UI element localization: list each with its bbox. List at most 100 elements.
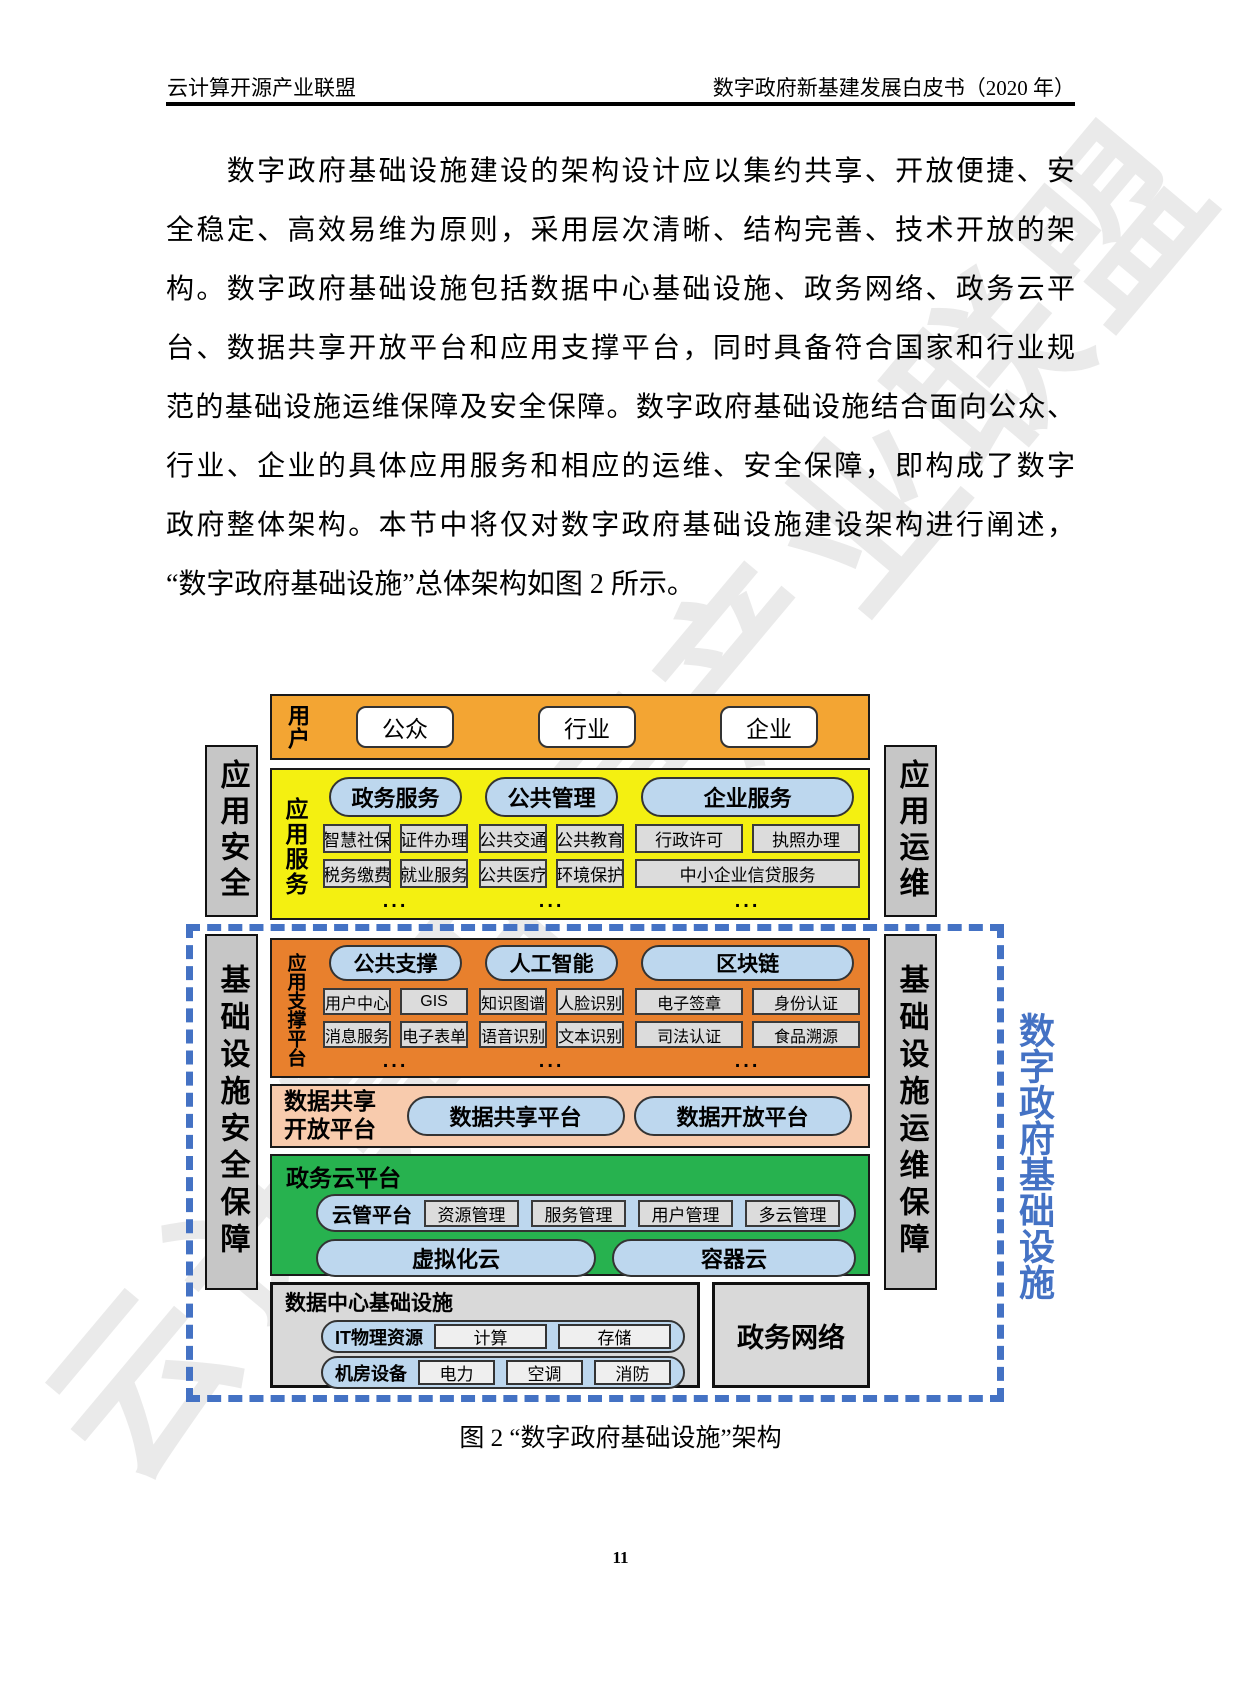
service-box: 智慧社保 [323,824,392,853]
user-boxes: 公众 行业 企业 [314,706,860,748]
header-right: 数字政府新基建发展白皮书（2020 年） [712,76,1075,100]
cloud-mgmt-box: 多云管理 [745,1199,840,1227]
support-box: 司法认证 [635,1021,744,1048]
service-box: 税务缴费 [323,859,392,888]
it-resources-label: IT物理资源 [335,1327,423,1348]
support-box: 电子表单 [400,1021,469,1048]
power-box: 电力 [418,1360,495,1385]
app-ops-bar: 应用运维 [884,745,937,917]
compute-box: 计算 [434,1324,547,1349]
support-box: 消息服务 [323,1021,392,1048]
support-column-common: 公共支撑 用户中心 GIS 消息服务 电子表单 ... [323,945,469,1074]
ellipsis: ... [734,890,761,912]
paragraph-line: “数字政府基础设施”总体架构如图 2 所示。 [166,569,695,600]
digital-gov-infrastructure-label: 数字政府基础设施 [1014,1012,1055,1300]
header-left: 云计算开源产业联盟 [167,76,356,100]
data-share-pills: 数据共享平台 数据开放平台 [402,1096,856,1136]
support-box: 文本识别 [556,1021,625,1048]
hvac-box: 空调 [506,1360,583,1385]
column-header: 人工智能 [485,945,619,981]
body-paragraph: 数字政府基础设施建设的架构设计应以集约共享、开放便捷、安 全稳定、高效易维为原则… [166,142,1075,614]
data-share-platform: 数据共享平台 [406,1096,625,1136]
service-box: 就业服务 [400,859,469,888]
it-resources-pill: IT物理资源 计算 存储 [321,1320,685,1353]
header-rule [166,102,1075,106]
service-box: 公共交通 [479,824,548,853]
support-box: 身份认证 [752,988,861,1015]
data-share-label-line1: 数据共享 [284,1088,376,1115]
virtualization-cloud: 虚拟化云 [316,1239,596,1277]
support-box: 知识图谱 [479,988,548,1015]
support-box: 人脸识别 [556,988,625,1015]
column-header: 企业服务 [641,777,855,817]
support-box: GIS [400,988,469,1015]
column-header: 公共支撑 [329,945,463,981]
infrastructure-dashed-border [186,924,1004,1402]
app-support-label: 应用支撑平台 [284,952,306,1067]
paragraph-line: 政府整体架构。本节中将仅对数字政府基础设施建设架构进行阐述， [166,510,1075,541]
column-header: 政务服务 [329,777,463,817]
service-column-public: 公共管理 公共交通 公共教育 公共医疗 环境保护 ... [479,777,625,916]
machine-room-label: 机房设备 [335,1363,407,1384]
paragraph-line: 范的基础设施运维保障及安全保障。数字政府基础设施结合面向公众、 [166,392,1075,423]
user-box-enterprise: 企业 [720,706,818,748]
cloud-mgmt-box: 用户管理 [638,1199,733,1227]
service-box: 证件办理 [400,824,469,853]
gov-network-box: 政务网络 [712,1282,870,1388]
ellipsis: ... [538,890,565,912]
data-open-platform: 数据开放平台 [633,1096,852,1136]
column-header: 公共管理 [485,777,619,817]
ellipsis: ... [538,1050,565,1072]
support-box: 用户中心 [323,988,392,1015]
page-number: 11 [612,1548,629,1567]
gov-cloud-label: 政务云平台 [286,1165,401,1191]
ellipsis: ... [382,1050,409,1072]
app-security-bar: 应用安全 [205,745,258,917]
infra-security-bar: 基础设施安全保障 [205,934,258,1290]
infra-ops-bar: 基础设施运维保障 [884,934,937,1290]
cloud-management-pill: 云管平台 资源管理 服务管理 用户管理 多云管理 [316,1194,856,1232]
data-center-label: 数据中心基础设施 [285,1292,453,1315]
support-box: 电子签章 [635,988,744,1015]
data-share-band: 数据共享 开放平台 数据共享平台 数据开放平台 [270,1084,870,1148]
figure-caption: 图 2 “数字政府基础设施”架构 [459,1425,782,1452]
cloud-mgmt-label: 云管平台 [332,1204,412,1227]
service-box: 行政许可 [635,824,744,853]
gov-cloud-band: 政务云平台 云管平台 资源管理 服务管理 用户管理 多云管理 虚拟化云 容器云 [270,1154,870,1277]
app-service-band: 应用服务 政务服务 智慧社保 证件办理 税务缴费 就业服务 ... 公共管理 公… [270,768,870,920]
paragraph-line: 全稳定、高效易维为原则，采用层次清晰、结构完善、技术开放的架 [166,215,1075,246]
service-box-wide: 中小企业信贷服务 [635,859,861,888]
cloud-mgmt-box: 服务管理 [531,1199,626,1227]
app-support-band: 应用支撑平台 公共支撑 用户中心 GIS 消息服务 电子表单 ... 人工智能 … [270,938,870,1078]
support-column-blockchain: 区块链 电子签章 身份认证 司法认证 食品溯源 ... [635,945,861,1074]
machine-room-pill: 机房设备 电力 空调 消防 [321,1356,685,1389]
paragraph-line: 数字政府基础设施建设的架构设计应以集约共享、开放便捷、安 [166,156,1075,187]
service-column-enterprise: 企业服务 行政许可 执照办理 中小企业信贷服务 ... [635,777,861,916]
service-box: 执照办理 [752,824,861,853]
paragraph-line: 行业、企业的具体应用服务和相应的运维、安全保障，即构成了数字 [166,451,1075,482]
support-box: 食品溯源 [752,1021,861,1048]
container-cloud: 容器云 [612,1239,856,1277]
column-header: 区块链 [641,945,855,981]
paragraph-line: 台、数据共享开放平台和应用支撑平台，同时具备符合国家和行业规 [166,333,1075,364]
user-band-label: 用户 [285,704,310,750]
ellipsis: ... [382,890,409,912]
data-share-label: 数据共享 开放平台 [284,1088,402,1143]
data-share-label-line2: 开放平台 [284,1116,376,1142]
cloud-mgmt-box: 资源管理 [424,1199,519,1227]
user-box-industry: 行业 [538,706,636,748]
paragraph-line: 构。数字政府基础设施包括数据中心基础设施、政务网络、政务云平 [166,274,1075,305]
support-box: 语音识别 [479,1021,548,1048]
service-box: 公共医疗 [479,859,548,888]
fire-box: 消防 [594,1360,671,1385]
service-column-gov: 政务服务 智慧社保 证件办理 税务缴费 就业服务 ... [323,777,469,916]
data-center-box: 数据中心基础设施 IT物理资源 计算 存储 机房设备 电力 空调 消防 [270,1282,700,1389]
service-box: 公共教育 [556,824,625,853]
user-band: 用户 公众 行业 企业 [270,694,870,760]
support-column-ai: 人工智能 知识图谱 人脸识别 语音识别 文本识别 ... [479,945,625,1074]
app-service-label: 应用服务 [282,796,308,897]
storage-box: 存储 [558,1324,671,1349]
ellipsis: ... [734,1050,761,1072]
